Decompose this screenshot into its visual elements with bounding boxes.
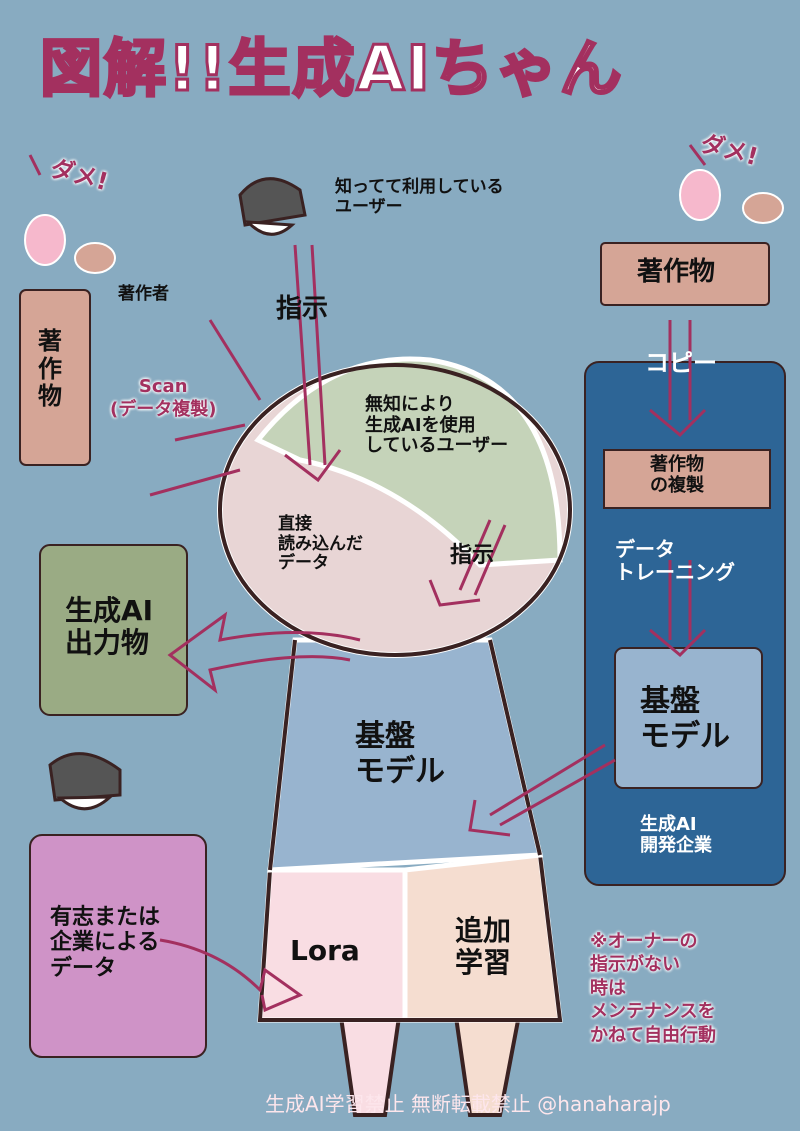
- copy-work-box: 著作物 の複製: [650, 454, 704, 496]
- scan-lines: [149, 319, 262, 497]
- lora-label: Lora: [290, 934, 360, 967]
- left-work-box-bg: [19, 289, 91, 466]
- training-label: データ トレーニング: [615, 537, 735, 584]
- skirt-outline: [257, 854, 563, 1022]
- right-work-box: 著作物: [637, 257, 716, 287]
- copy-work-box-bg: [603, 449, 771, 509]
- cap-icon: [238, 177, 307, 236]
- lora-arrow: [159, 938, 304, 1013]
- company-panel: [584, 361, 786, 886]
- dame-marks: [28, 144, 707, 176]
- volunteer-data-box: 有志または 企業による データ: [50, 905, 161, 981]
- rabbit-icon: [24, 169, 721, 266]
- copy-label: コピー: [645, 349, 717, 377]
- instruction-label-1: 指示: [276, 294, 329, 324]
- left-work-box: 著作物: [38, 327, 62, 411]
- arrows: [28, 144, 707, 1013]
- bear-icon: [74, 192, 784, 274]
- instruction-label-2: 指示: [450, 543, 495, 568]
- top-user-label: 知ってて利用している ユーザー: [335, 177, 504, 217]
- output-box-bg: [39, 544, 188, 716]
- head-user-label: 無知により 生成AIを使用 しているユーザー: [365, 394, 509, 457]
- body-base-model-label: 基盤 モデル: [355, 719, 445, 789]
- torso-outline: [268, 639, 542, 871]
- watermark: 生成AI学習禁止 無断転載禁止 @hanaharajp: [265, 1092, 671, 1116]
- cap-icon: [48, 752, 122, 811]
- output-box: 生成AI 出力物: [65, 594, 154, 660]
- training-arrow: [649, 560, 707, 658]
- base-model-arrow: [468, 743, 616, 837]
- head-outline: [218, 363, 572, 657]
- direct-data-label: 直接 読み込んだ データ: [278, 514, 363, 574]
- volunteer-data-box-bg: [29, 834, 207, 1058]
- copy-arrow: [649, 320, 707, 438]
- extra-learning-label: 追加 学習: [455, 914, 512, 980]
- instruction-arrow-1: [284, 244, 342, 483]
- right-work-box-bg: [600, 242, 770, 306]
- company-label: 生成AI 開発企業: [640, 814, 712, 856]
- scan-label: Scan (データ複製): [110, 376, 217, 421]
- note-text: ※オーナーの 指示がない 時は メンテナンスを かねて自由行動: [590, 931, 716, 1046]
- page-title: 図解!!生成AIちゃん: [39, 31, 624, 107]
- author-label: 著作者: [118, 284, 169, 304]
- instruction-arrow-2: [428, 519, 507, 607]
- output-arrow: [167, 611, 361, 694]
- right-base-model-box: 基盤 モデル: [640, 684, 730, 754]
